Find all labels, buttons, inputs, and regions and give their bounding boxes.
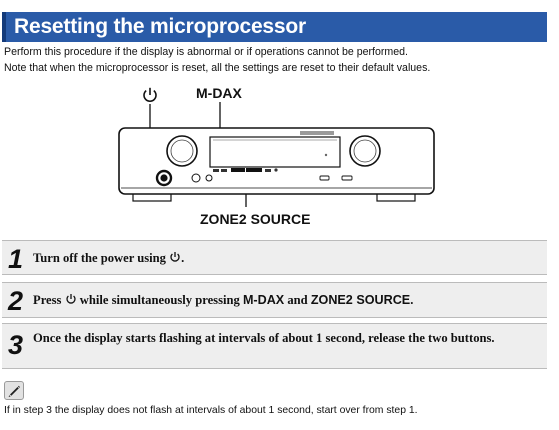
front-button-3 xyxy=(265,169,271,172)
step-number: 3 xyxy=(8,330,24,360)
left-knob-inner xyxy=(170,139,194,163)
step-text: Turn off the power using . xyxy=(33,251,185,265)
power-icon xyxy=(65,293,77,305)
right-knob-inner xyxy=(353,139,377,163)
intro-line-1: Perform this procedure if the display is… xyxy=(4,46,408,58)
mdax-label: M-DAX xyxy=(196,85,242,101)
step-text: Press while simultaneously pressing M-DA… xyxy=(33,293,414,307)
front-button-2 xyxy=(221,169,227,172)
display-window xyxy=(209,136,341,168)
zone2-source-button xyxy=(246,168,262,172)
step-text: Once the display starts flashing at inte… xyxy=(33,331,495,345)
receiver-front-panel-illustration xyxy=(118,102,435,207)
step-3: 3 Once the display starts flashing at in… xyxy=(2,323,547,369)
pencil-icon xyxy=(4,381,24,400)
zone2-source-key: ZONE2 SOURCE xyxy=(310,293,411,307)
zone2-source-label: ZONE2 SOURCE xyxy=(200,211,311,227)
mdax-key: M-DAX xyxy=(242,293,285,307)
mdax-button xyxy=(231,168,245,172)
display-indicator xyxy=(324,153,328,157)
page-title: Resetting the microprocessor xyxy=(14,15,306,38)
intro-line-2: Note that when the microprocessor is res… xyxy=(4,62,431,74)
front-indicator xyxy=(274,168,278,172)
front-button-1 xyxy=(213,169,219,172)
setup-mic-jack xyxy=(205,174,213,182)
power-icon xyxy=(141,86,159,104)
step-2: 2 Press while simultaneously pressing M-… xyxy=(2,282,547,318)
step-number: 1 xyxy=(8,244,24,274)
right-knob xyxy=(349,135,381,167)
note-text: If in step 3 the display does not flash … xyxy=(4,405,418,416)
step-number: 2 xyxy=(8,286,24,316)
headphone-jack xyxy=(191,173,201,183)
left-knob xyxy=(166,135,198,167)
power-button-center xyxy=(160,174,168,182)
step-1: 1 Turn off the power using . xyxy=(2,240,547,275)
brand-logo xyxy=(300,131,334,135)
power-icon xyxy=(169,251,181,263)
usb-port xyxy=(319,175,330,181)
front-port xyxy=(341,175,353,181)
section-title-bar: Resetting the microprocessor xyxy=(2,12,547,42)
